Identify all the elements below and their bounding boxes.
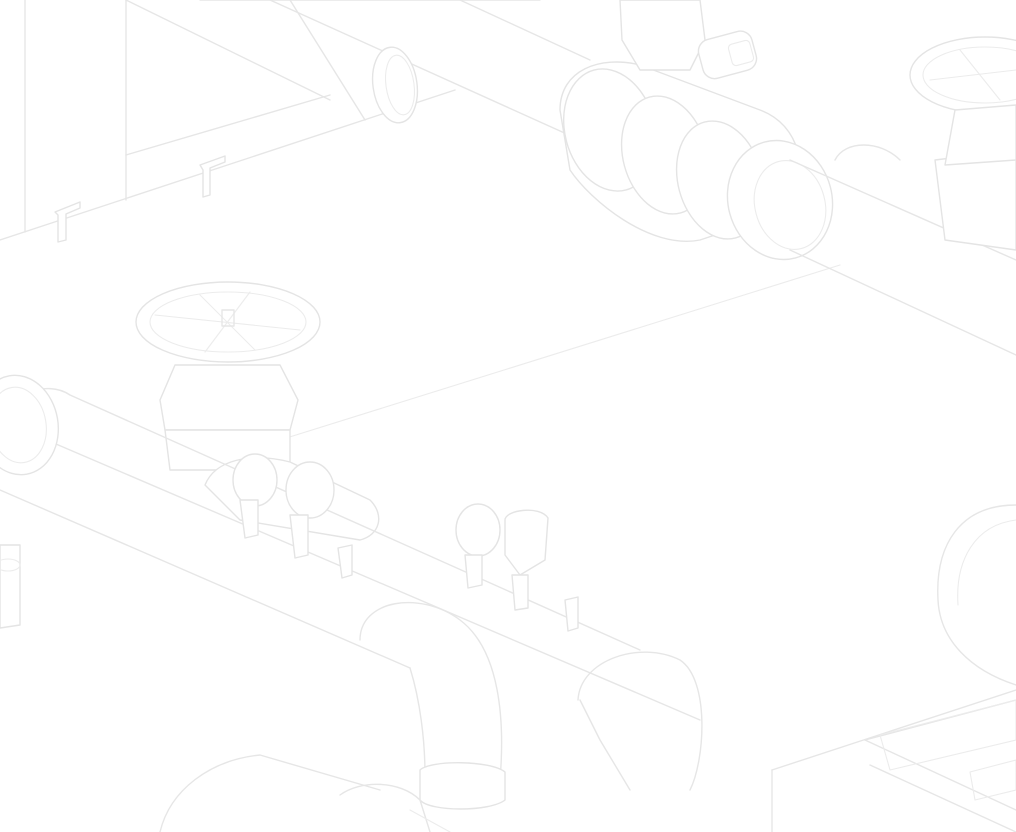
top-pipe	[199, 0, 591, 141]
top-valve-assembly	[559, 0, 1016, 356]
bottom-right-skid	[771, 689, 1016, 832]
frame-structure	[0, 0, 841, 441]
top-right-valve	[909, 36, 1016, 251]
small-taps-top	[54, 155, 226, 243]
right-vessel	[937, 504, 1016, 686]
lower-main-pipe	[0, 374, 701, 721]
instruments-lower	[232, 453, 579, 632]
pipe-elbows	[159, 601, 703, 832]
